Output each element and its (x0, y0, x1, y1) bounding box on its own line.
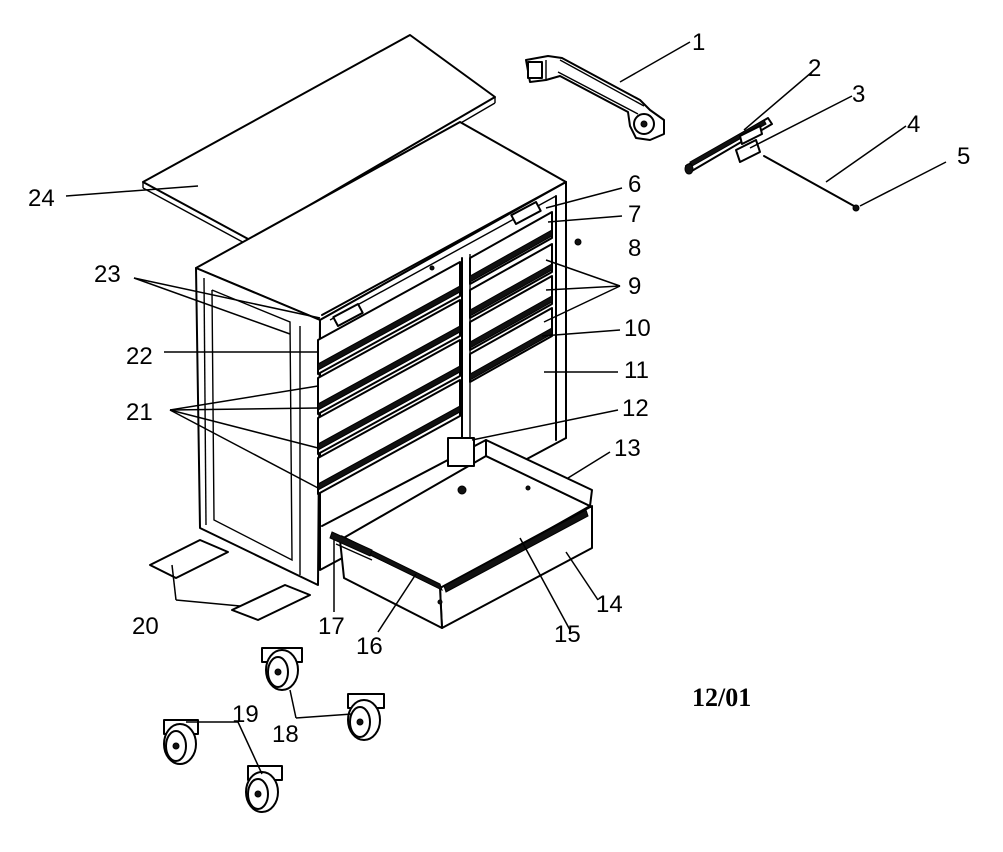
callout-21: 21 (126, 399, 153, 426)
callout-22: 22 (126, 343, 153, 370)
callout-labels: 1 2 3 4 5 6 7 8 9 10 11 12 13 14 15 16 1… (28, 29, 970, 748)
callout-7: 7 (628, 201, 641, 228)
handle-part (525, 55, 665, 141)
callout-17: 17 (318, 613, 345, 640)
callout-2: 2 (808, 55, 821, 82)
rod-part (763, 155, 860, 212)
callout-5: 5 (957, 143, 970, 170)
callout-14: 14 (596, 591, 623, 618)
caster-19-b (245, 765, 283, 813)
callout-18: 18 (272, 721, 299, 748)
callout-16: 16 (356, 633, 383, 660)
callout-1: 1 (692, 29, 705, 56)
callout-15: 15 (554, 621, 581, 648)
slide-part (684, 117, 773, 175)
callout-24: 24 (28, 185, 55, 212)
cabinet-details (332, 201, 582, 327)
open-drawer (321, 437, 593, 629)
callout-13: 13 (614, 435, 641, 462)
leader-lines (65, 41, 947, 775)
date-code: 12/01 (692, 683, 751, 712)
callout-20: 20 (132, 613, 159, 640)
callout-4: 4 (907, 111, 920, 138)
callout-19: 19 (232, 701, 259, 728)
caster-19-a (163, 719, 199, 765)
callout-6: 6 (628, 171, 641, 198)
left-drawers (317, 261, 461, 495)
callout-23: 23 (94, 261, 121, 288)
caster-18-a (261, 647, 303, 691)
right-drawers (469, 211, 553, 383)
callout-3: 3 (852, 81, 865, 108)
callout-9: 9 (628, 273, 641, 300)
callout-11: 11 (624, 357, 649, 384)
callout-10: 10 (624, 315, 651, 342)
caster-18-b (347, 693, 385, 741)
callout-12: 12 (622, 395, 649, 422)
callout-8: 8 (628, 235, 641, 262)
